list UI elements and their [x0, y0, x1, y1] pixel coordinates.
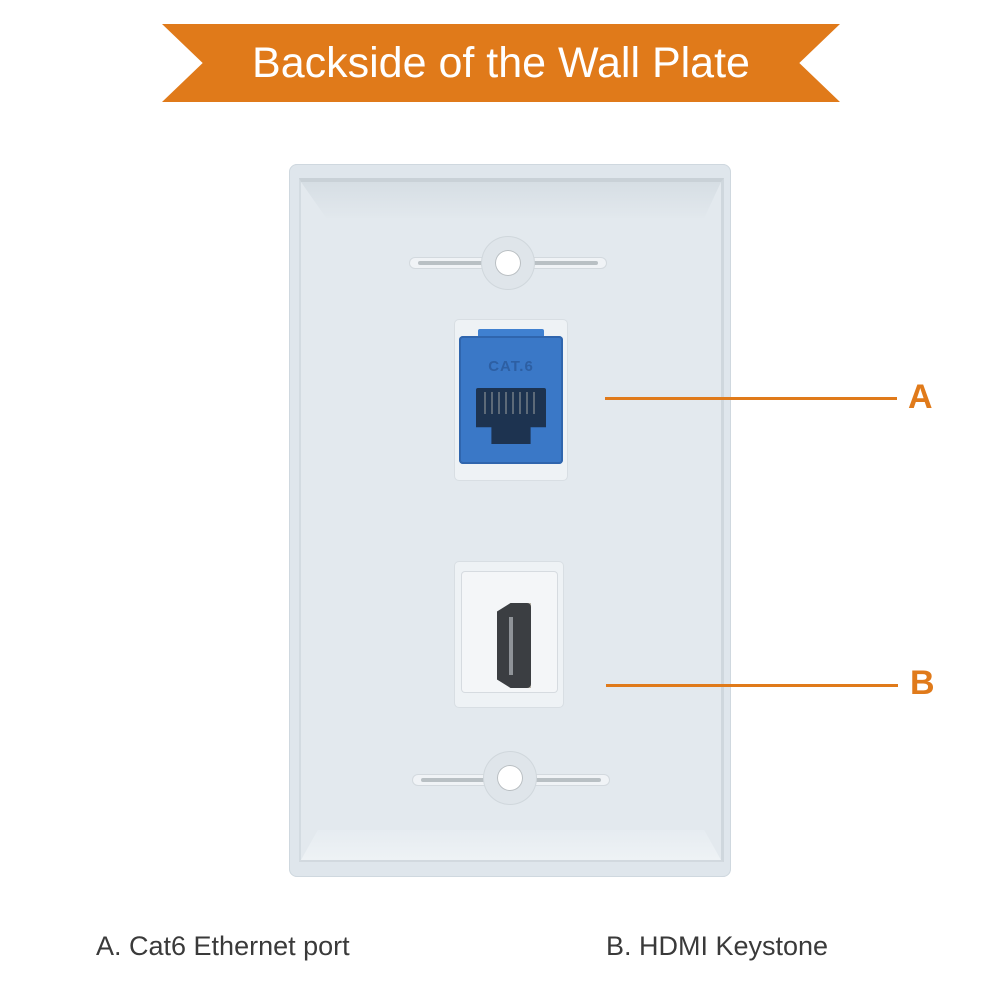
hdmi-connector-tongue — [509, 617, 513, 675]
bottom-screw-boss — [484, 752, 536, 804]
plate-inner-recess — [299, 178, 724, 862]
leader-line-b — [606, 684, 898, 687]
caption-b: B. HDMI Keystone — [606, 931, 829, 961]
rj45-pins — [484, 392, 538, 414]
top-screw-boss — [482, 237, 534, 289]
top-screw-hole — [495, 250, 521, 276]
callout-a: A — [908, 378, 933, 416]
plate-bevel-bottom — [301, 830, 721, 860]
caption-a: A. Cat6 Ethernet port — [96, 931, 350, 961]
plate-bevel-top — [301, 182, 721, 218]
title-banner — [162, 24, 840, 102]
cat6-label: CAT.6 — [488, 358, 534, 375]
banner-title: Backside of the Wall Plate — [252, 39, 750, 87]
bottom-screw-hole — [497, 765, 523, 791]
hdmi-socket — [497, 603, 531, 688]
leader-line-a — [605, 397, 897, 400]
callout-b: B — [910, 664, 935, 702]
